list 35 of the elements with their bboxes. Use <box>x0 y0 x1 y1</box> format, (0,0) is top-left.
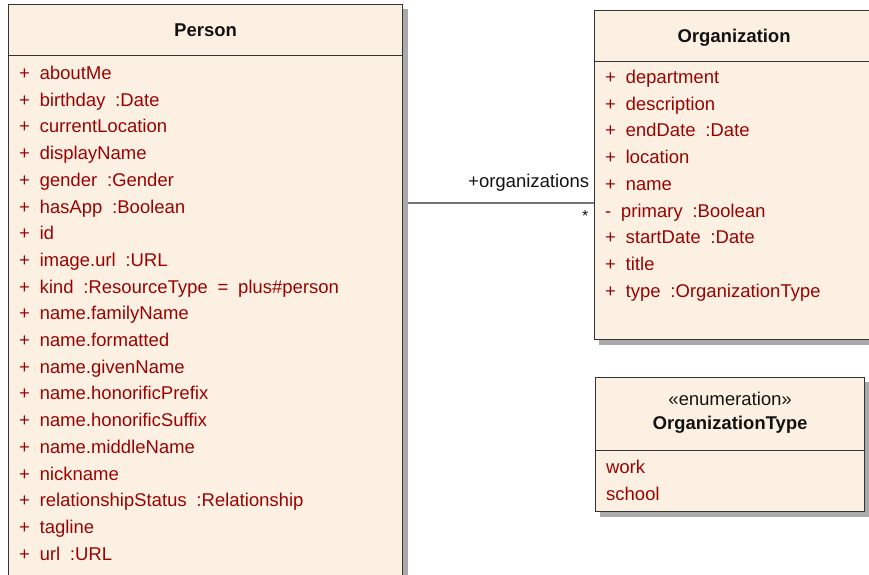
attribute-text: + aboutMe <box>19 62 112 84</box>
attribute-text: + startDate :Date <box>605 226 755 248</box>
attribute-text: + relationshipStatus :Relationship <box>19 489 304 512</box>
multiplicity-label: * <box>582 208 588 226</box>
attribute-text: + name.familyName <box>19 302 189 324</box>
class-name: Person <box>173 19 238 41</box>
attribute-text: + name.honorificPrefix <box>19 382 208 404</box>
attribute-text: - primary :Boolean <box>605 200 766 222</box>
attribute-text: + url :URL <box>19 542 112 565</box>
attribute-text: + description <box>605 92 716 115</box>
attribute-text: + name.givenName <box>19 356 185 378</box>
attribute-text: + department <box>605 66 720 88</box>
attribute-text: + name.formatted <box>19 329 170 351</box>
attribute-text: + endDate :Date <box>605 119 750 142</box>
attribute-text: + gender :Gender <box>19 168 174 191</box>
attribute-text: + currentLocation <box>19 115 168 138</box>
attribute-text: + image.url :URL <box>19 248 168 271</box>
attribute-text: work <box>606 456 646 478</box>
attribute-text: + location <box>605 146 690 168</box>
attribute-text: + id <box>19 222 54 244</box>
attribute-text: + nickname <box>19 462 119 484</box>
class-name: Organization <box>676 25 792 47</box>
attribute-text: + kind :ResourceType = plus#person <box>19 276 339 298</box>
attribute-text: + type :OrganizationType <box>605 280 820 302</box>
stereotype-label: «enumeration» <box>667 388 793 410</box>
class-name: OrganizationType <box>652 412 808 434</box>
attribute-text: + name.honorificSuffix <box>19 409 207 432</box>
attribute-text: + birthday :Date <box>19 88 160 111</box>
attribute-text: + title <box>605 252 654 275</box>
attribute-text: + tagline <box>19 516 94 538</box>
attribute-text: + hasApp :Boolean <box>19 196 186 218</box>
attribute-text: + name.middleName <box>19 436 195 458</box>
attribute-text: + name <box>605 172 672 195</box>
attribute-text: school <box>606 482 660 505</box>
attribute-text: + displayName <box>19 142 147 164</box>
